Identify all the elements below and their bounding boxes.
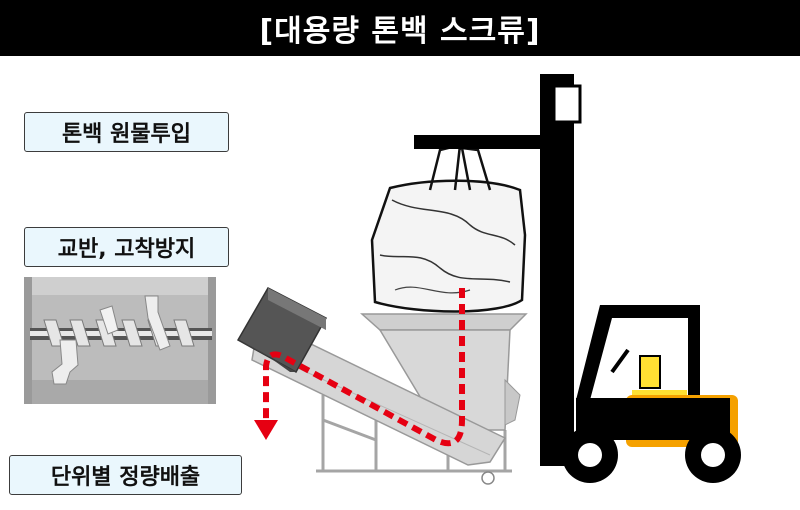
label-unit-quantitative-discharge: 단위별 정량배출 (9, 455, 242, 495)
caster-wheel-icon (481, 471, 495, 485)
flow-arrow-head-icon (254, 420, 278, 440)
screw-photo (24, 277, 216, 404)
page-title: [대용량 톤백 스크류] (0, 0, 800, 56)
label-tonbag-input: 톤백 원물투입 (24, 112, 229, 152)
drive-motor (236, 287, 328, 374)
ton-bag (370, 140, 527, 313)
hopper (360, 313, 528, 431)
material-flow-arrow (263, 288, 465, 447)
forklift (414, 74, 741, 483)
label-agitation-anti-sticking: 교반, 고착방지 (24, 227, 229, 267)
